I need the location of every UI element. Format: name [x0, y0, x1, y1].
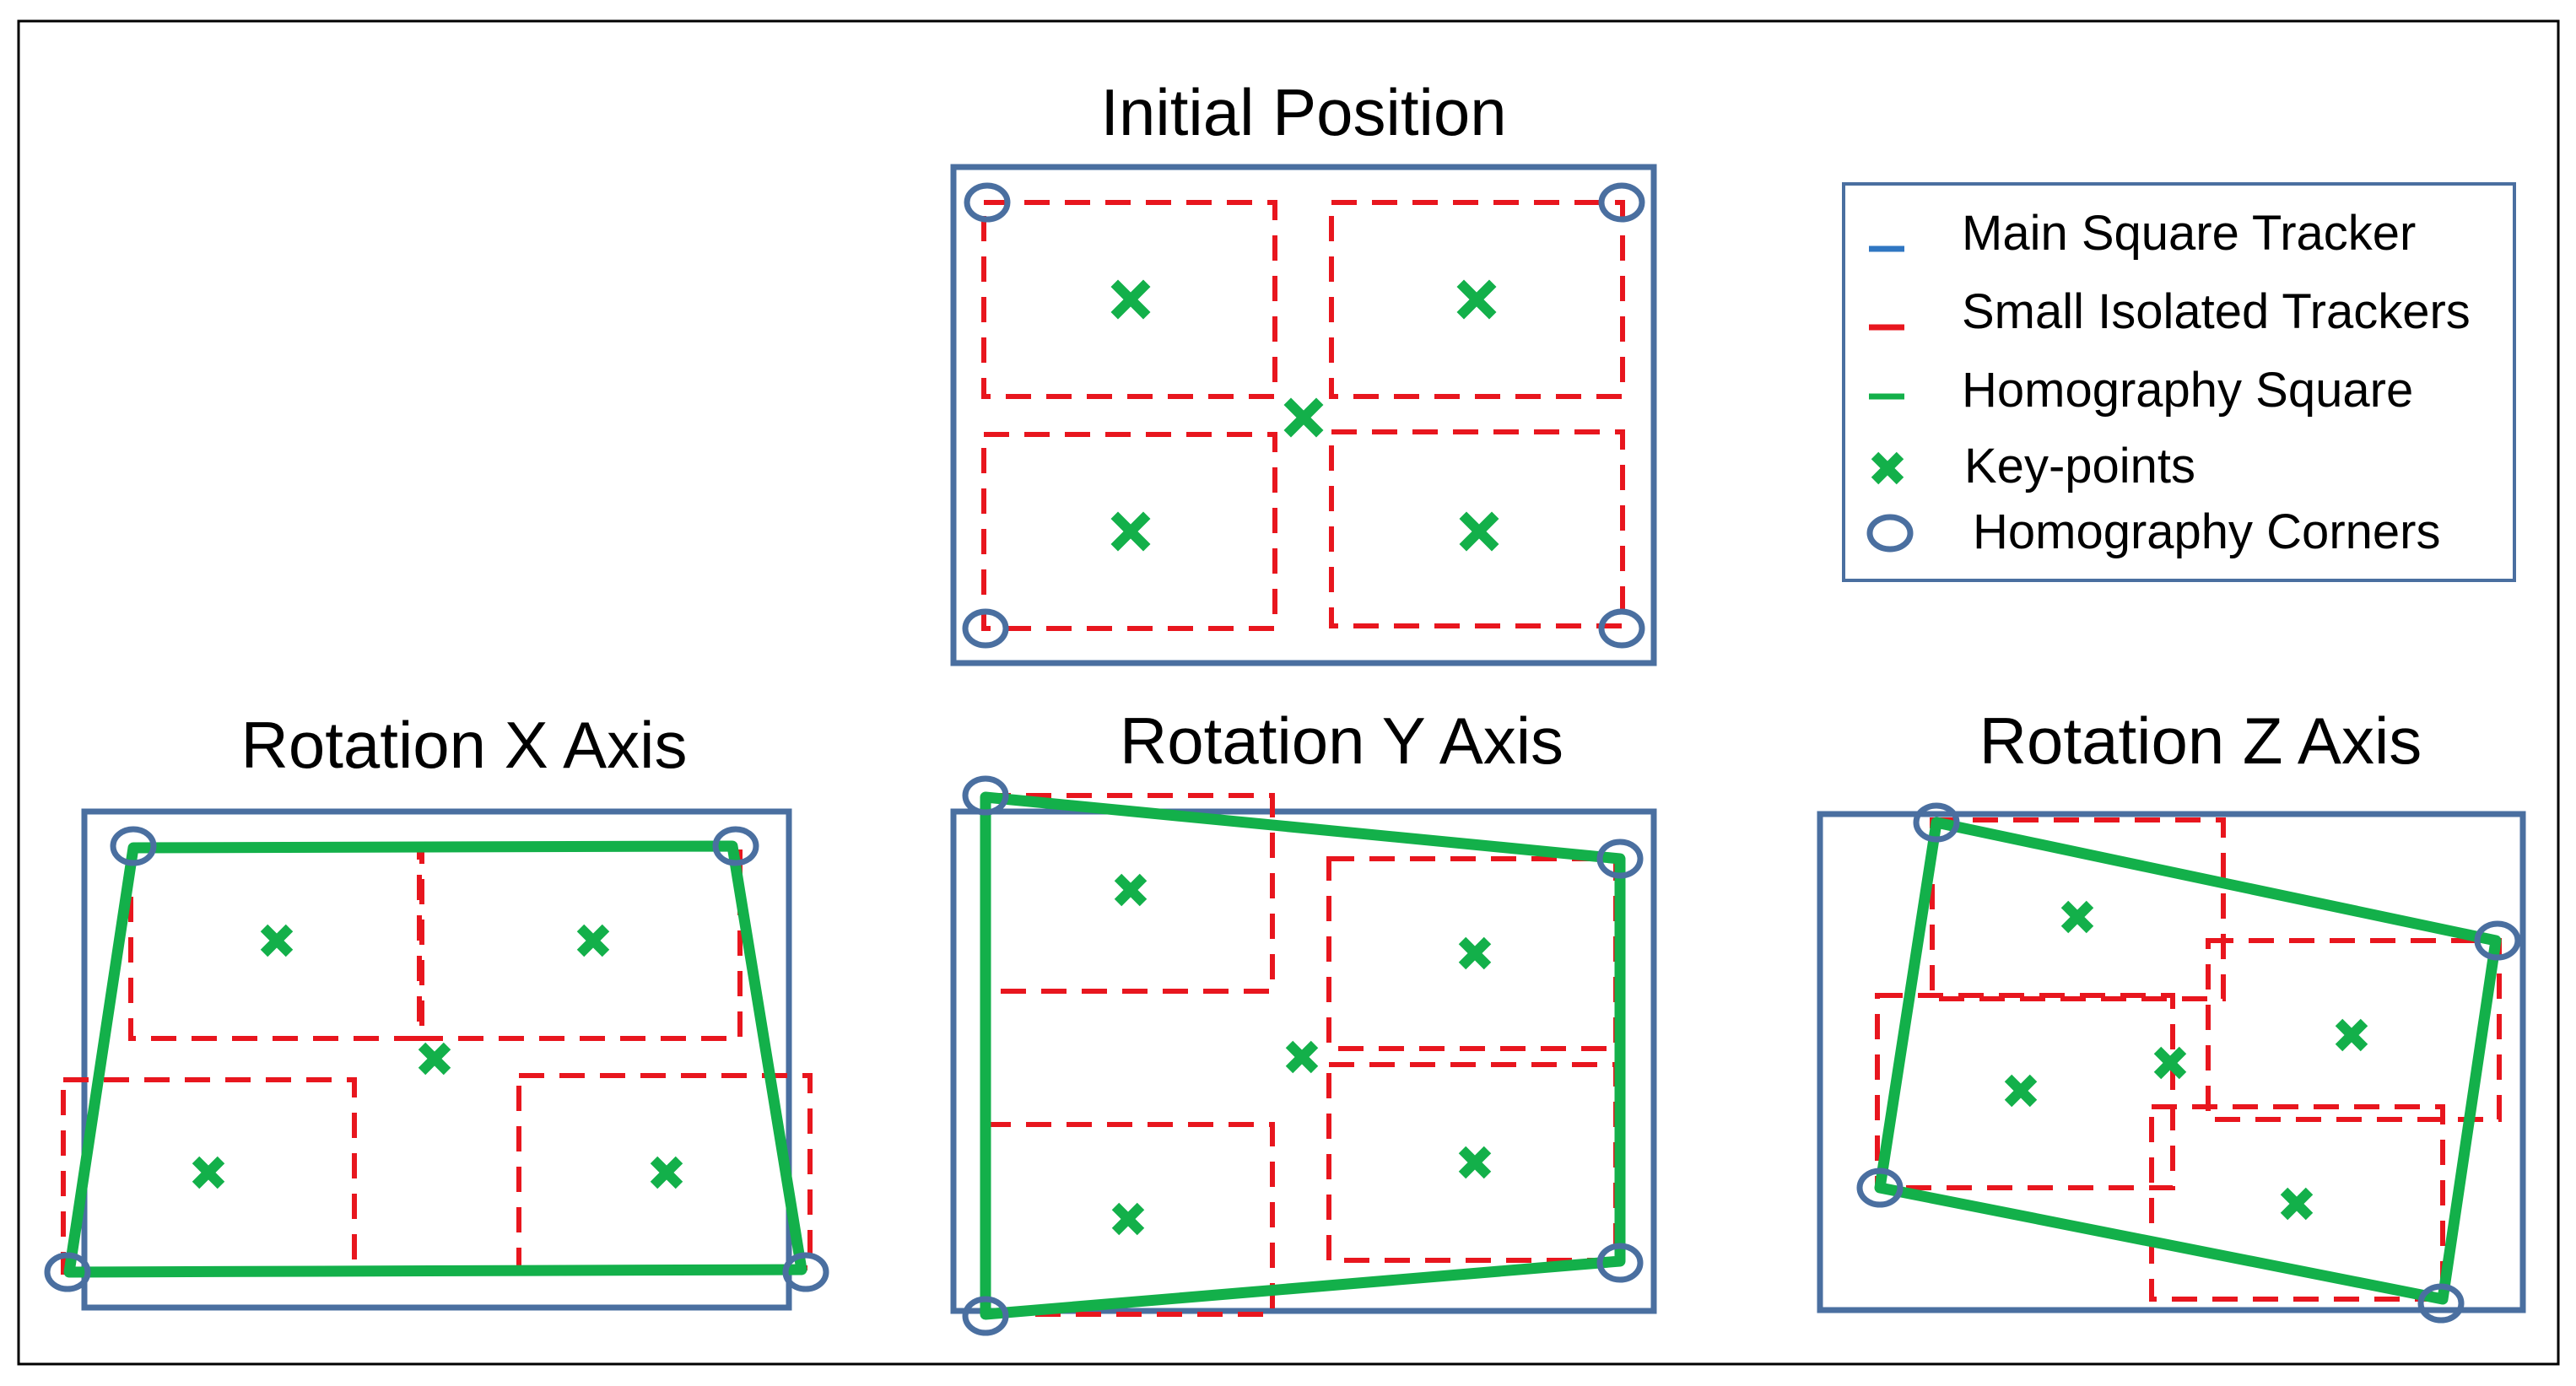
corner-circle-icon [1598, 182, 1645, 223]
panel-initial-position: Initial Position [950, 75, 1657, 666]
corner-circle-icon [2417, 1283, 2465, 1324]
main-square-tracker [1817, 811, 2526, 1313]
keypoints [2004, 900, 2368, 1221]
small-tracker [2149, 1104, 2445, 1302]
legend-label: Small Isolated Trackers [1962, 284, 2471, 339]
figure-frame [17, 19, 2560, 1366]
panel-rotation-y: Rotation Y Axis [950, 704, 1657, 1336]
legend-label: Homography Square [1962, 363, 2413, 418]
corner-circle-icon [1598, 608, 1645, 649]
keypoint-cross-icon [650, 1156, 683, 1189]
keypoint-cross-icon [2060, 900, 2094, 934]
homography-corners [962, 182, 1645, 649]
small-tracker [981, 200, 1277, 399]
legend-box [1842, 182, 2516, 582]
main-square-tracker [950, 808, 1657, 1314]
keypoint-cross-icon [1283, 397, 1324, 438]
corner-circle-icon [964, 182, 1011, 223]
keypoint-cross-icon [1111, 1202, 1145, 1236]
panel-rotation-z: Rotation Z Axis [1817, 704, 2526, 1324]
corner-circle-icon [1596, 1243, 1644, 1283]
homography-square [980, 791, 1626, 1320]
keypoint-cross-icon [1110, 279, 1151, 320]
corner-circle-icon [962, 775, 1009, 816]
corner-circle-icon [2474, 920, 2521, 961]
keypoint-cross-icon [576, 924, 610, 957]
corner-circle-icon [712, 826, 759, 866]
homography-square [1874, 817, 2502, 1305]
small-tracker [981, 432, 1277, 631]
corner-circle-icon [1856, 1168, 1904, 1208]
main-square-tracker [81, 808, 792, 1311]
keypoint-cross-icon [192, 1156, 225, 1189]
panel-title-rotation-z: Rotation Z Axis [1979, 704, 2422, 778]
keypoint-cross-icon [1459, 511, 1499, 552]
legend-circle-icon [1866, 514, 1914, 553]
keypoints [1110, 279, 1499, 552]
keypoint-cross-icon [260, 924, 294, 957]
keypoint-cross-icon [1458, 1146, 1492, 1179]
homography-corners [44, 826, 829, 1292]
small-tracker [1329, 429, 1625, 628]
homography-corners [962, 775, 1644, 1336]
keypoint-cross-icon [2280, 1187, 2314, 1221]
small-isolated-trackers [1875, 817, 2502, 1302]
legend-label: Key-points [1964, 439, 2195, 493]
keypoint-cross-icon [1456, 279, 1497, 320]
corner-circle-icon [782, 1252, 829, 1292]
homography-corners [1856, 802, 2521, 1324]
corner-circle-icon [44, 1252, 91, 1292]
keypoint-cross-icon [1285, 1040, 1319, 1074]
corner-circle-icon [1913, 802, 1960, 843]
homography-square [63, 840, 807, 1278]
panel-rotation-x: Rotation X Axis [44, 708, 829, 1311]
panel-title-initial: Initial Position [1100, 75, 1506, 149]
small-tracker [2206, 938, 2502, 1122]
keypoint-cross-icon [2335, 1018, 2368, 1052]
legend-label: Main Square Tracker [1962, 206, 2416, 261]
main-square-tracker [950, 164, 1657, 666]
keypoint-cross-icon [2004, 1074, 2038, 1108]
corner-circle-icon [1596, 839, 1644, 879]
panel-title-rotation-y: Rotation Y Axis [1120, 704, 1563, 778]
keypoint-cross-icon [1458, 936, 1492, 970]
corner-circle-icon [962, 608, 1009, 649]
corner-circle-icon [962, 1296, 1009, 1336]
small-tracker [417, 844, 743, 1041]
keypoints [192, 924, 683, 1189]
legend-label: Homography Corners [1973, 504, 2440, 559]
keypoint-cross-icon [418, 1042, 451, 1076]
keypoint-cross-icon [2153, 1046, 2187, 1080]
keypoint-cross-icon [1114, 873, 1148, 907]
keypoint-cross-icon [1110, 511, 1151, 552]
small-tracker [1930, 817, 2226, 1001]
small-tracker [1329, 200, 1625, 399]
legend-cross-icon [1871, 451, 1904, 485]
panel-title-rotation-x: Rotation X Axis [241, 708, 688, 782]
corner-circle-icon [110, 826, 157, 866]
small-isolated-trackers [981, 200, 1625, 631]
keypoints [1111, 873, 1492, 1236]
legend: Main Square Tracker Small Isolated Track… [1842, 182, 2516, 582]
